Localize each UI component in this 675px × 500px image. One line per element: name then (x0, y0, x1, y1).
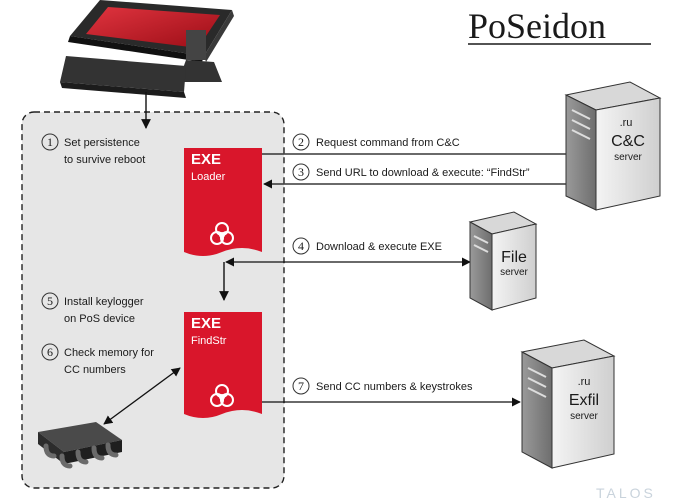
step-7-badge (292, 377, 310, 395)
server-icon (564, 81, 662, 211)
exe-findstr-name: FindStr (191, 335, 227, 347)
memory-findstr-arrow (103, 367, 181, 425)
cc-server-label: server (614, 152, 642, 163)
exfil-server-name: Exfil (569, 392, 599, 409)
step-4-number: 4 (298, 239, 304, 253)
file-server-label: server (500, 267, 528, 278)
step-1-line1: Set persistence (64, 137, 140, 149)
file-server-name: File (501, 249, 527, 266)
watermark: TALOS (596, 485, 656, 500)
cc-server: .ru C&C server (564, 81, 662, 211)
step-3-number: 3 (298, 165, 304, 179)
exfil-server-tld: .ru (578, 376, 591, 388)
step-6-number: 6 (47, 345, 53, 359)
step-7-text: Send CC numbers & keystrokes (316, 381, 473, 393)
exfil-server-label: server (570, 411, 598, 422)
pos-terminal-icon (60, 0, 234, 98)
step-5-badge (41, 292, 59, 310)
biohazard-icon (210, 384, 234, 407)
exe-findstr-file: EXE FindStr (184, 312, 262, 418)
step-1-line2: to survive reboot (64, 154, 145, 166)
exe-loader-type: EXE (191, 151, 221, 168)
step-2-badge (292, 133, 310, 151)
server-icon (468, 211, 538, 311)
cc-server-tld: .ru (620, 117, 633, 129)
memory-chip-icon (38, 422, 122, 469)
server-icon (520, 339, 616, 469)
step-6-badge (41, 343, 59, 361)
biohazard-icon (210, 222, 234, 245)
step-5-number: 5 (47, 294, 53, 308)
step-5-line1: Install keylogger (64, 296, 144, 308)
step-7-number: 7 (298, 379, 304, 393)
step-5-line2: on PoS device (64, 313, 135, 325)
step-6-line1: Check memory for (64, 347, 154, 359)
exe-loader-file: EXE Loader (184, 148, 262, 256)
exe-loader-name: Loader (191, 171, 226, 183)
step-1-badge (41, 133, 59, 151)
step-1-number: 1 (47, 135, 53, 149)
step-3-badge (292, 163, 310, 181)
diagram-title: PoSeidon (468, 6, 606, 46)
step-3-text: Send URL to download & execute: “FindStr… (316, 167, 530, 179)
step-2-number: 2 (298, 135, 304, 149)
step-6-line2: CC numbers (64, 364, 126, 376)
cc-server-name: C&C (611, 133, 645, 150)
exe-findstr-type: EXE (191, 315, 221, 332)
step-4-badge (292, 237, 310, 255)
file-server: File server (468, 211, 538, 311)
exfil-server: .ru Exfil server (520, 339, 616, 469)
step-4-text: Download & execute EXE (316, 241, 442, 253)
step-2-text: Request command from C&C (316, 137, 460, 149)
